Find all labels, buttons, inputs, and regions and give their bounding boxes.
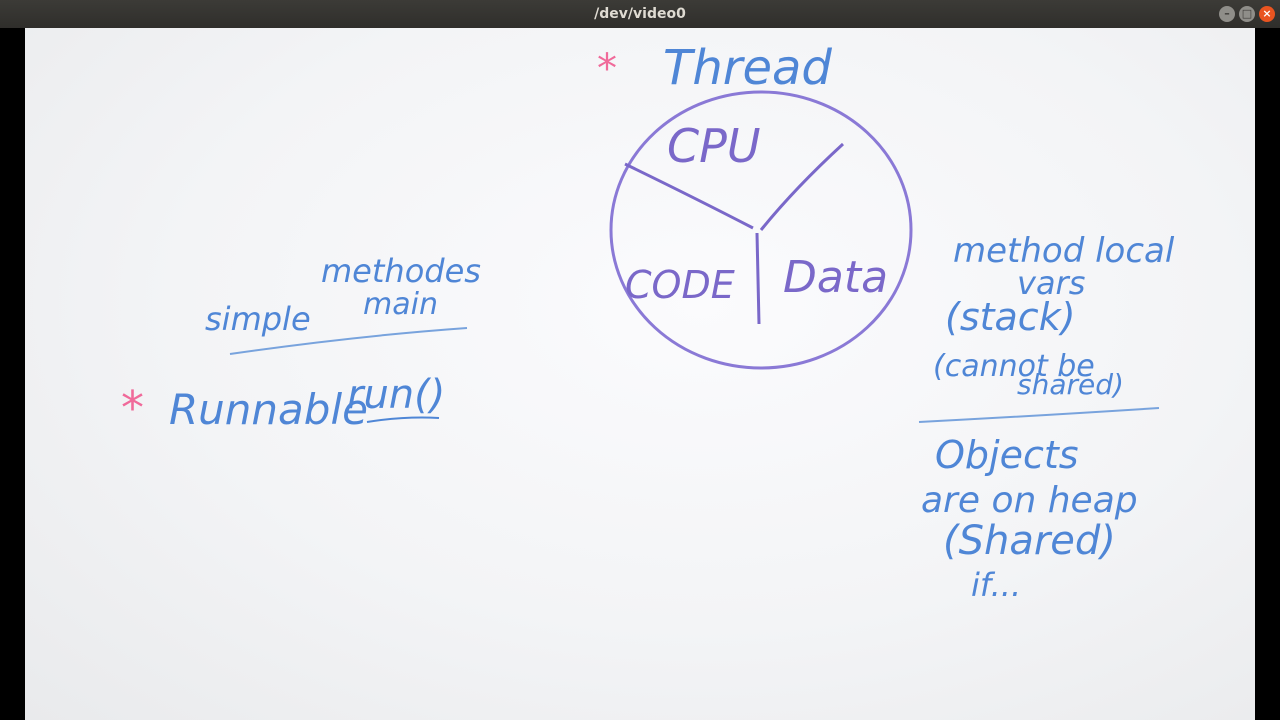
note-if: if... — [971, 566, 1021, 604]
note-stack: (stack) — [945, 295, 1076, 339]
close-button[interactable]: × — [1259, 6, 1275, 22]
note-vars: vars — [1017, 264, 1085, 302]
diagram-code: CODE — [625, 263, 735, 307]
note-shared-close: shared) — [1017, 368, 1124, 401]
run-underline — [366, 416, 440, 423]
note-methods: methodes — [321, 252, 481, 290]
video-viewport: * Thread CPU CODE Data methodes simple m… — [0, 28, 1280, 720]
right-notes: method local vars (stack) (cannot be sha… — [918, 231, 1175, 604]
note-cannot-be: (cannot be — [933, 349, 1095, 384]
divider-right — [759, 142, 845, 231]
note-method-local: method local — [953, 231, 1175, 271]
note-runnable: Runnable — [169, 385, 368, 434]
heading-thread: Thread — [663, 40, 832, 96]
note-shared: (Shared) — [943, 518, 1116, 564]
note-main: main — [363, 287, 438, 322]
runnable-asterisk: * — [121, 381, 144, 435]
thread-circle — [609, 90, 913, 370]
diagram-cpu: CPU — [667, 119, 761, 173]
right-divider — [918, 407, 1160, 423]
window-title: /dev/video0 — [594, 6, 686, 22]
maximize-button[interactable]: □ — [1239, 6, 1255, 22]
note-are-on-heap: are on heap — [921, 480, 1138, 521]
note-underline — [229, 327, 468, 355]
heading-asterisk: * — [597, 46, 617, 92]
divider-left — [624, 162, 754, 230]
note-objects: Objects — [935, 433, 1079, 477]
window-titlebar[interactable]: /dev/video0 – □ × — [0, 0, 1280, 28]
note-simple: simple — [205, 300, 311, 338]
diagram-data: Data — [783, 252, 888, 303]
whiteboard-drawing: * Thread CPU CODE Data methodes simple m… — [121, 40, 1175, 604]
note-run: run() — [347, 372, 445, 418]
thread-diagram: CPU CODE Data — [609, 90, 913, 370]
whiteboard: * Thread CPU CODE Data methodes simple m… — [25, 28, 1255, 720]
minimize-button[interactable]: – — [1219, 6, 1235, 22]
divider-bottom — [755, 232, 761, 325]
left-notes: methodes simple main * Runnable run() — [121, 252, 481, 435]
